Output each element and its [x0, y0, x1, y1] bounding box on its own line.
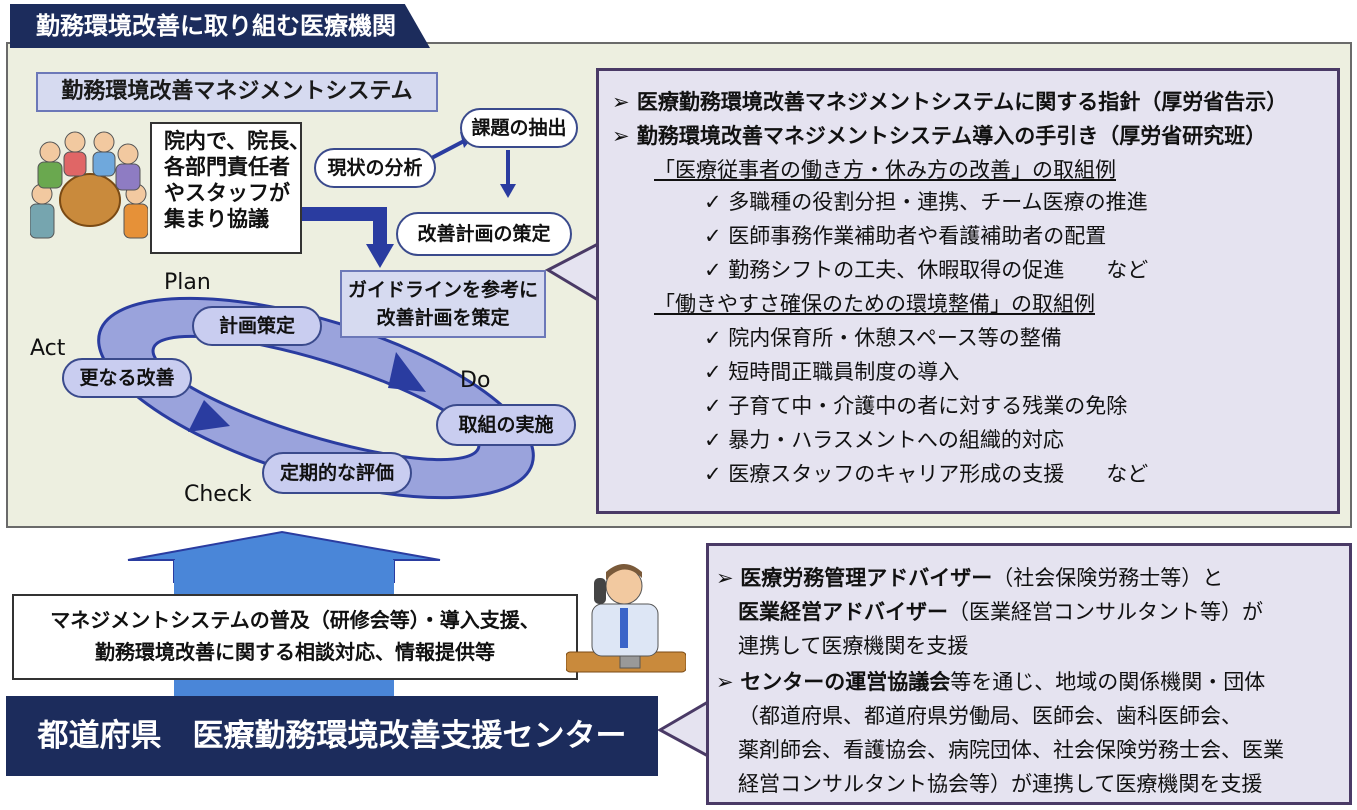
- council-line-1: ➢ センターの運営協議会等を通じ、地域の関係機関・団体: [716, 670, 1266, 694]
- pdca-check-label: Check: [184, 482, 252, 507]
- guideline-info-box: [596, 68, 1340, 514]
- info-bullet-1: ➢ 医療勤務環境改善マネジメントシステムに関する指針（厚労省告示）: [612, 90, 1288, 114]
- advisor-line-3: 連携して医療機関を支援: [738, 634, 969, 658]
- info-item: ✓ 医師事務作業補助者や看護補助者の配置: [704, 224, 1107, 248]
- info-item: ✓ 短時間正職員制度の導入: [704, 360, 960, 384]
- council-line-4: 経営コンサルタント協会等）が連携して医療機関を支援: [738, 772, 1263, 796]
- info-item: ✓ 暴力・ハラスメントへの組織的対応: [704, 428, 1064, 452]
- pdca-plan-label: Plan: [164, 270, 211, 295]
- info-section-2: 「働きやすさ確保のための環境整備」の取組例: [654, 292, 1095, 316]
- advisor-person-icon: [566, 564, 686, 673]
- pdca-plan-step: 計画策定: [192, 306, 322, 346]
- support-description: マネジメントシステムの普及（研修会等）・導入支援、 勤務環境改善に関する相談対応…: [12, 594, 578, 680]
- step-analysis: 現状の分析: [314, 148, 436, 188]
- advisor-line-2: 医業経営アドバイザー（医業経営コンサルタント等）が: [738, 600, 1263, 624]
- info-item: ✓ 院内保育所・休憩スペース等の整備: [704, 326, 1062, 350]
- info-section-1: 「医療従事者の働き方・休み方の改善」の取組例: [654, 158, 1116, 182]
- guideline-box: ガイドラインを参考に 改善計画を策定: [340, 270, 546, 338]
- council-line-3: 薬剤師会、看護協会、病院団体、社会保険労務士会、医業: [738, 738, 1284, 762]
- institution-title: 勤務環境改善に取り組む医療機関: [10, 4, 430, 48]
- pdca-check-step: 定期的な評価: [262, 452, 412, 494]
- info-item: ✓ 多職種の役割分担・連携、チーム医療の推進: [704, 190, 1148, 214]
- advisors-box: [706, 543, 1352, 805]
- info-item: ✓ 医療スタッフのキャリア形成の支援 など: [704, 462, 1149, 486]
- info-item: ✓ 子育て中・介護中の者に対する残業の免除: [704, 394, 1128, 418]
- meeting-note: 院内で、院長、 各部門責任者 やスタッフが 集まり協議: [150, 122, 310, 254]
- system-subtitle: 勤務環境改善マネジメントシステム: [36, 72, 438, 112]
- council-line-2: （都道府県、都道府県労働局、医師会、歯科医師会、: [738, 704, 1242, 728]
- step-extract: 課題の抽出: [460, 108, 578, 148]
- pdca-act-label: Act: [30, 336, 66, 361]
- pdca-act-step: 更なる改善: [62, 358, 192, 398]
- step-plan-making: 改善計画の策定: [396, 212, 572, 256]
- pdca-do-label: Do: [460, 368, 491, 393]
- advisor-line-1: ➢ 医療労務管理アドバイザー（社会保険労務士等）と: [716, 566, 1224, 590]
- meeting-people-icon: [30, 131, 148, 239]
- pdca-do-step: 取組の実施: [436, 404, 576, 446]
- info-bullet-2: ➢ 勤務環境改善マネジメントシステム導入の手引き（厚労省研究班）: [612, 124, 1267, 148]
- info-item: ✓ 勤務シフトの工夫、休暇取得の促進 など: [704, 258, 1149, 282]
- support-center-name: 都道府県 医療勤務環境改善支援センター: [6, 696, 658, 776]
